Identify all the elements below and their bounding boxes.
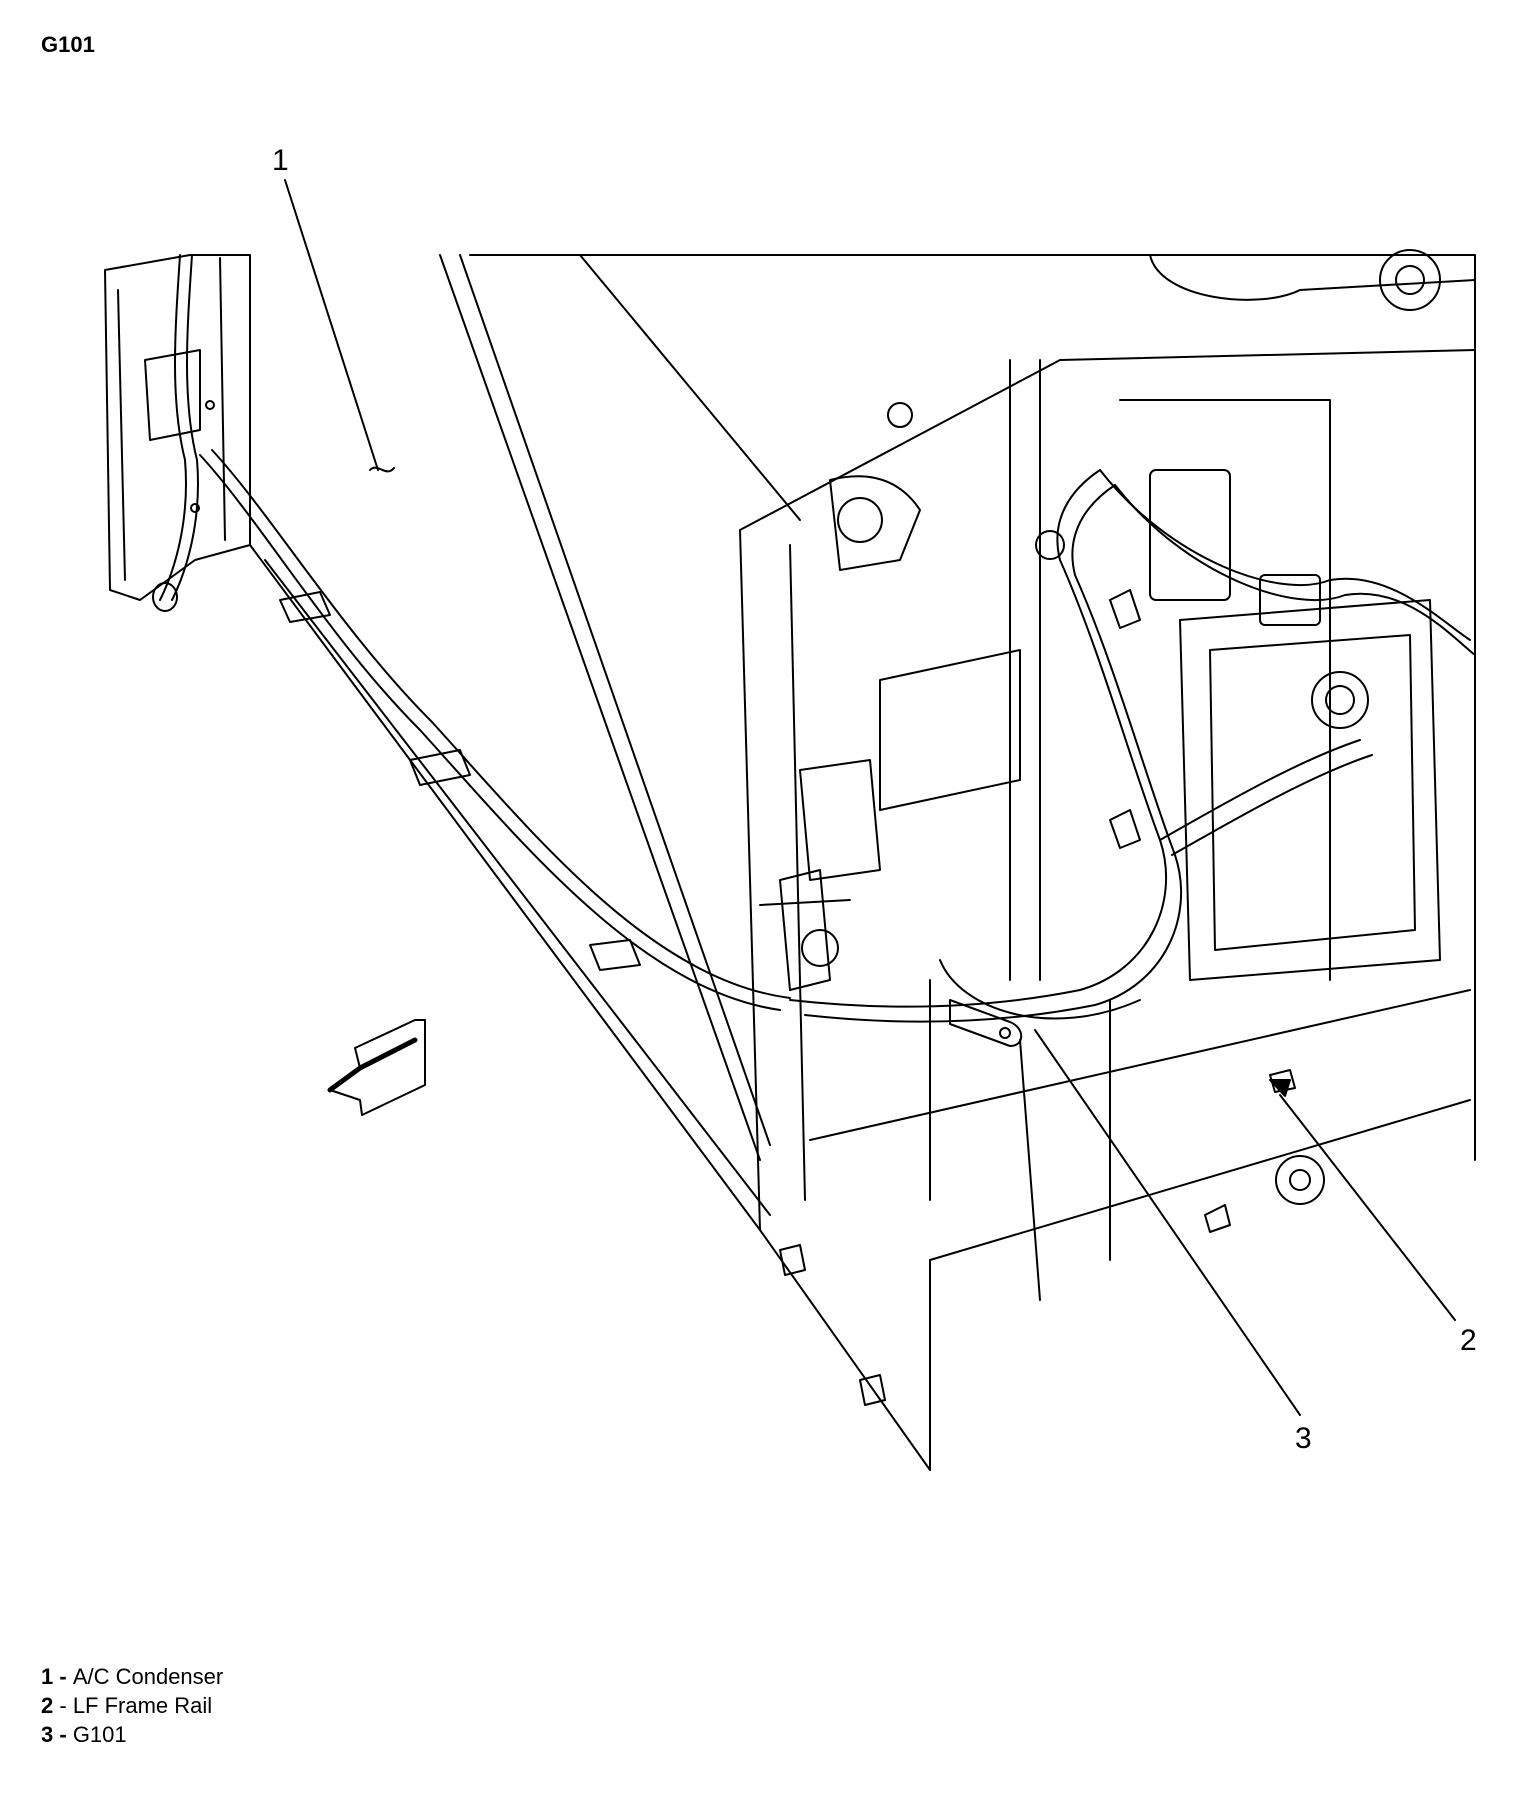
legend-item: 3 - G101 bbox=[41, 1720, 223, 1749]
legend-label: LF Frame Rail bbox=[72, 1693, 213, 1718]
callout-2: 2 bbox=[1460, 1324, 1477, 1357]
legend-item: 2 - LF Frame Rail bbox=[41, 1691, 223, 1720]
legend-separator: - bbox=[53, 1664, 73, 1689]
callout-leaders bbox=[284, 179, 1456, 1416]
g101-ground-terminal bbox=[949, 999, 1023, 1047]
legend: 1 - A/C Condenser 2 - LF Frame Rail 3 - … bbox=[41, 1662, 223, 1749]
leader-2 bbox=[1279, 1094, 1456, 1321]
legend-separator: - bbox=[53, 1722, 73, 1747]
legend-number: 1 bbox=[41, 1664, 54, 1689]
legend-label: A/C Condenser bbox=[72, 1664, 224, 1689]
page-title: G101 bbox=[41, 32, 95, 57]
legend-label: G101 bbox=[72, 1722, 127, 1747]
legend-number: 2 bbox=[41, 1693, 54, 1718]
callout-1: 1 bbox=[272, 144, 289, 177]
callout-3: 3 bbox=[1295, 1422, 1312, 1455]
engine-harness bbox=[789, 469, 1476, 1023]
condenser-harness bbox=[152, 254, 791, 1011]
leader-1 bbox=[284, 179, 379, 471]
legend-separator: - bbox=[53, 1693, 73, 1718]
radiator-support bbox=[469, 249, 1476, 1471]
leader-3 bbox=[1034, 1029, 1301, 1416]
condenser-side-panel bbox=[104, 254, 251, 601]
condenser-body bbox=[249, 254, 771, 1231]
legend-number: 3 bbox=[41, 1722, 54, 1747]
front-direction-arrow bbox=[327, 1019, 426, 1116]
legend-item: 1 - A/C Condenser bbox=[41, 1662, 223, 1691]
